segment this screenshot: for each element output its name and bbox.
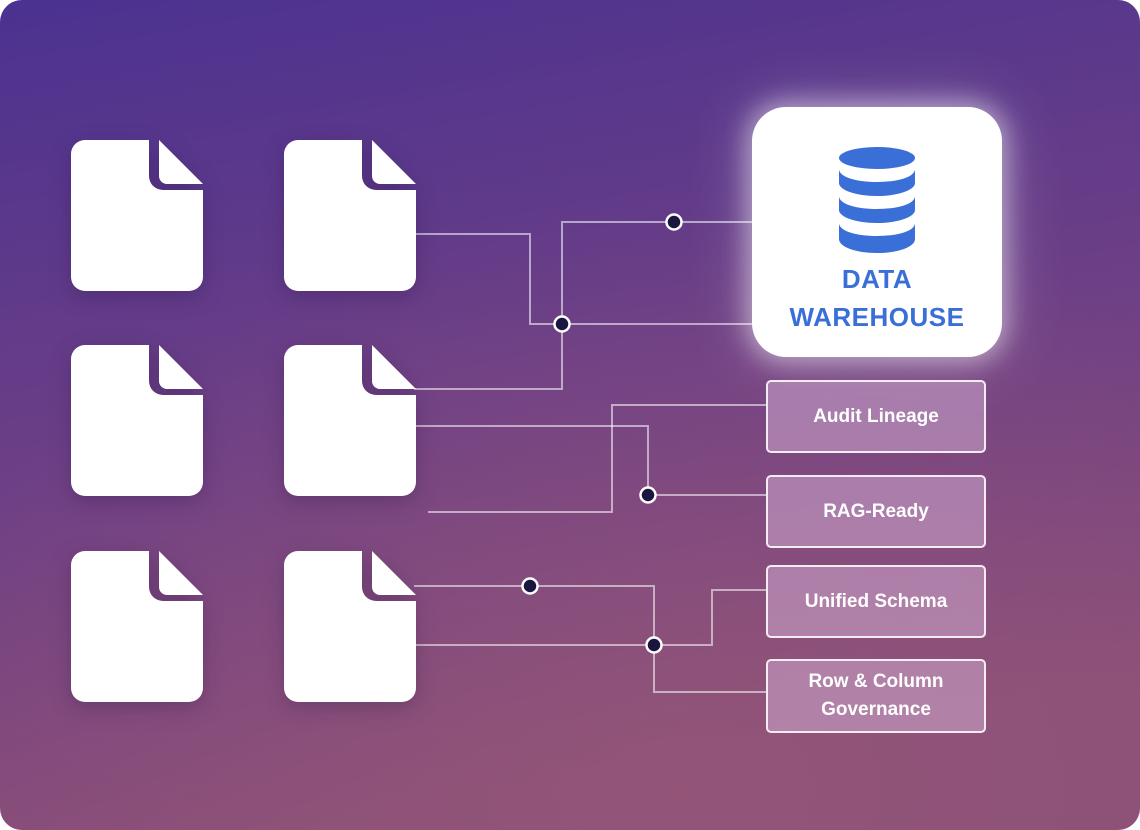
document-icon — [71, 140, 203, 291]
feature-box-rag-ready: RAG-Ready — [766, 475, 986, 548]
database-icon — [839, 147, 915, 253]
feature-label: Audit Lineage — [813, 405, 939, 427]
document-icon — [284, 345, 416, 496]
data-warehouse-card: DATA WAREHOUSE — [752, 107, 1002, 357]
feature-label-line2: Governance — [821, 699, 931, 720]
feature-box-row-column-governance: Row & Column Governance — [766, 659, 986, 733]
document-icon — [284, 551, 416, 702]
feature-box-unified-schema: Unified Schema — [766, 565, 986, 638]
document-icon — [71, 345, 203, 496]
warehouse-title-line2: WAREHOUSE — [789, 302, 965, 332]
warehouse-title-line1: DATA — [841, 264, 913, 294]
document-icon — [284, 140, 416, 291]
feature-label: RAG-Ready — [823, 500, 929, 522]
feature-label: Unified Schema — [804, 590, 948, 612]
document-icon — [71, 551, 203, 702]
feature-box-audit-lineage: Audit Lineage — [766, 380, 986, 453]
feature-label-line1: Row & Column — [808, 671, 944, 692]
